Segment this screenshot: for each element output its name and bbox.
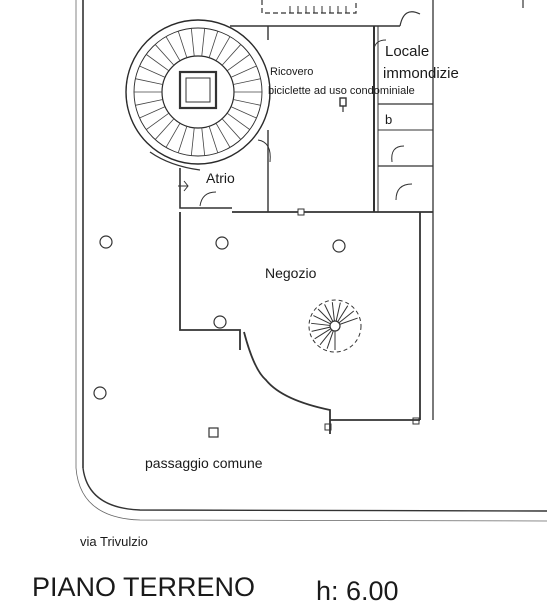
- floor-height: h: 6.00: [316, 576, 399, 606]
- label-passaggio: passaggio comune: [145, 455, 263, 471]
- negozio-curved-facade: [243, 331, 331, 434]
- stair-tread: [190, 127, 195, 156]
- stair-tread: [201, 127, 206, 156]
- small-stair-tread: [337, 305, 349, 323]
- small-stair-steps: [311, 302, 358, 350]
- stair-tread: [230, 106, 257, 119]
- small-stair-outline: [308, 299, 362, 353]
- lift-shaft: [178, 70, 218, 110]
- locale-door-swing: [373, 39, 387, 57]
- stair-tread: [215, 122, 231, 148]
- column-3: [213, 315, 227, 329]
- stair-tread: [233, 78, 261, 85]
- stair-tread: [201, 28, 206, 57]
- top-door-swing: [399, 11, 421, 27]
- column-1: [215, 236, 229, 250]
- label-room-b: b: [385, 112, 392, 127]
- corridor-door-swing: [395, 183, 413, 201]
- stair-tread: [139, 65, 166, 78]
- property-boundary: [75, 0, 547, 522]
- stair-tread: [177, 31, 188, 58]
- small-stair-tread: [313, 315, 331, 325]
- atrio-wall: [179, 168, 232, 209]
- atrio-door-swing: [199, 191, 217, 207]
- stair-tread: [230, 65, 257, 78]
- small-stair-core: [329, 320, 341, 332]
- small-stair-tread: [331, 302, 335, 322]
- lift-car: [185, 77, 211, 103]
- stair-tread: [154, 118, 175, 140]
- stair-tread: [165, 36, 181, 62]
- small-stair-tread: [317, 308, 332, 323]
- negozio-walls: [93, 212, 421, 438]
- ricovero-pillar: [339, 97, 347, 107]
- small-stair-tread: [319, 329, 333, 346]
- floor-title: PIANO TERRENO: [32, 572, 255, 602]
- stair-tread: [233, 99, 261, 106]
- column-left-2: [93, 386, 107, 400]
- stair-tread: [145, 112, 170, 130]
- label-street: via Trivulzio: [80, 534, 148, 549]
- stair-tread: [139, 106, 166, 119]
- spiral-staircase-small: [308, 299, 362, 353]
- boundary-bottom-inner: [75, 467, 547, 522]
- small-stair-tread: [338, 310, 355, 324]
- stair-tread: [215, 36, 231, 62]
- stair-inner-ring: [161, 55, 235, 129]
- small-stair-tread: [314, 328, 332, 340]
- stair-tread: [221, 118, 242, 140]
- stair-tread: [208, 126, 219, 153]
- small-stair-tread: [311, 322, 331, 326]
- ricovero-door-swing: [257, 139, 271, 163]
- stair-tread: [135, 78, 163, 85]
- stair-tread: [190, 28, 195, 57]
- top-structure: [230, 0, 421, 27]
- stair-tread: [221, 44, 242, 66]
- entrance-arrow-icon: [178, 180, 189, 192]
- small-stair-tread: [326, 330, 334, 349]
- stair-tread: [145, 54, 170, 72]
- column-2: [332, 239, 346, 253]
- stair-landing-curve: [149, 151, 201, 171]
- stair-tread: [226, 54, 251, 72]
- stair-tread: [154, 44, 175, 66]
- spiral-staircase-large: [125, 19, 271, 171]
- column-left-1: [99, 235, 113, 249]
- atrio-walls: [178, 168, 232, 209]
- small-stair-tread: [339, 317, 358, 325]
- label-ricovero-2: biciclette ad uso condominiale: [268, 85, 415, 97]
- stair-tread: [165, 122, 181, 148]
- passage-pillar: [208, 427, 219, 438]
- top-dashed-outline: [261, 0, 357, 14]
- stair-steps: [134, 28, 262, 156]
- label-negozio: Negozio: [265, 265, 317, 281]
- negozio-left-wall: [179, 212, 241, 350]
- stair-tread: [177, 126, 188, 153]
- stair-tread: [226, 112, 251, 130]
- label-locale-2: immondizie: [383, 65, 459, 82]
- bagno-door-swing: [391, 145, 405, 163]
- upper-rooms-walls: [232, 26, 433, 216]
- stair-tread: [208, 31, 219, 58]
- small-stair-tread: [311, 326, 331, 332]
- boundary-bottom-outer: [82, 467, 547, 512]
- label-locale-1: Locale: [385, 43, 429, 60]
- small-stair-tread: [335, 302, 341, 322]
- stair-outer-ring: [125, 19, 271, 165]
- label-atrio: Atrio: [206, 170, 235, 186]
- top-hatching: [289, 6, 347, 13]
- small-stair-tread: [324, 304, 334, 322]
- stair-tread: [135, 99, 163, 106]
- label-ricovero-1: Ricovero: [270, 66, 313, 78]
